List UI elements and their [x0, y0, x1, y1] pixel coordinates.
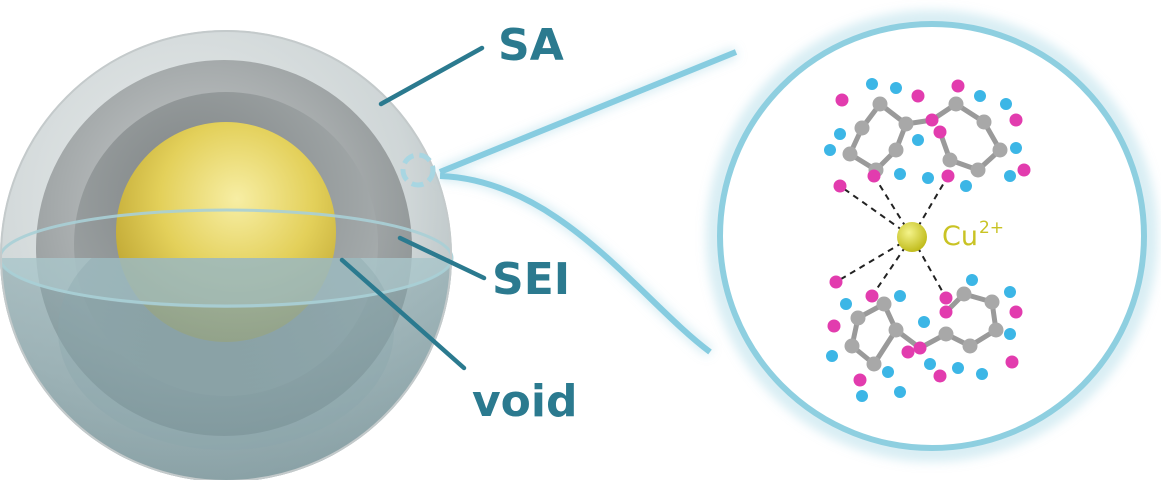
- leader-line-void: [339, 257, 467, 371]
- molecule-lower: [826, 274, 1023, 402]
- front-cutaway: [0, 258, 452, 480]
- atoms-lower: [826, 274, 1023, 402]
- atoms-upper: [824, 78, 1031, 193]
- leader-line-sei: [397, 235, 487, 281]
- label-sei: SEI: [492, 254, 571, 305]
- ion-label: Cu2+: [942, 218, 1005, 252]
- zoom-connector: [437, 46, 739, 357]
- cut-plane-edge: [0, 208, 454, 308]
- label-sa: SA: [498, 20, 564, 71]
- zoom-marker: [400, 152, 436, 188]
- leader-lines: [339, 45, 487, 371]
- zoom-view: [706, 10, 1158, 462]
- ion-charge: 2+: [978, 218, 1005, 238]
- copper-ion: [897, 222, 927, 252]
- core-shell-particle: [0, 30, 454, 480]
- ion-symbol: Cu: [942, 221, 978, 252]
- molecule-upper: [824, 78, 1031, 193]
- label-void: void: [472, 376, 578, 427]
- zoom-circle: [717, 21, 1147, 451]
- leader-line-sa: [378, 45, 485, 107]
